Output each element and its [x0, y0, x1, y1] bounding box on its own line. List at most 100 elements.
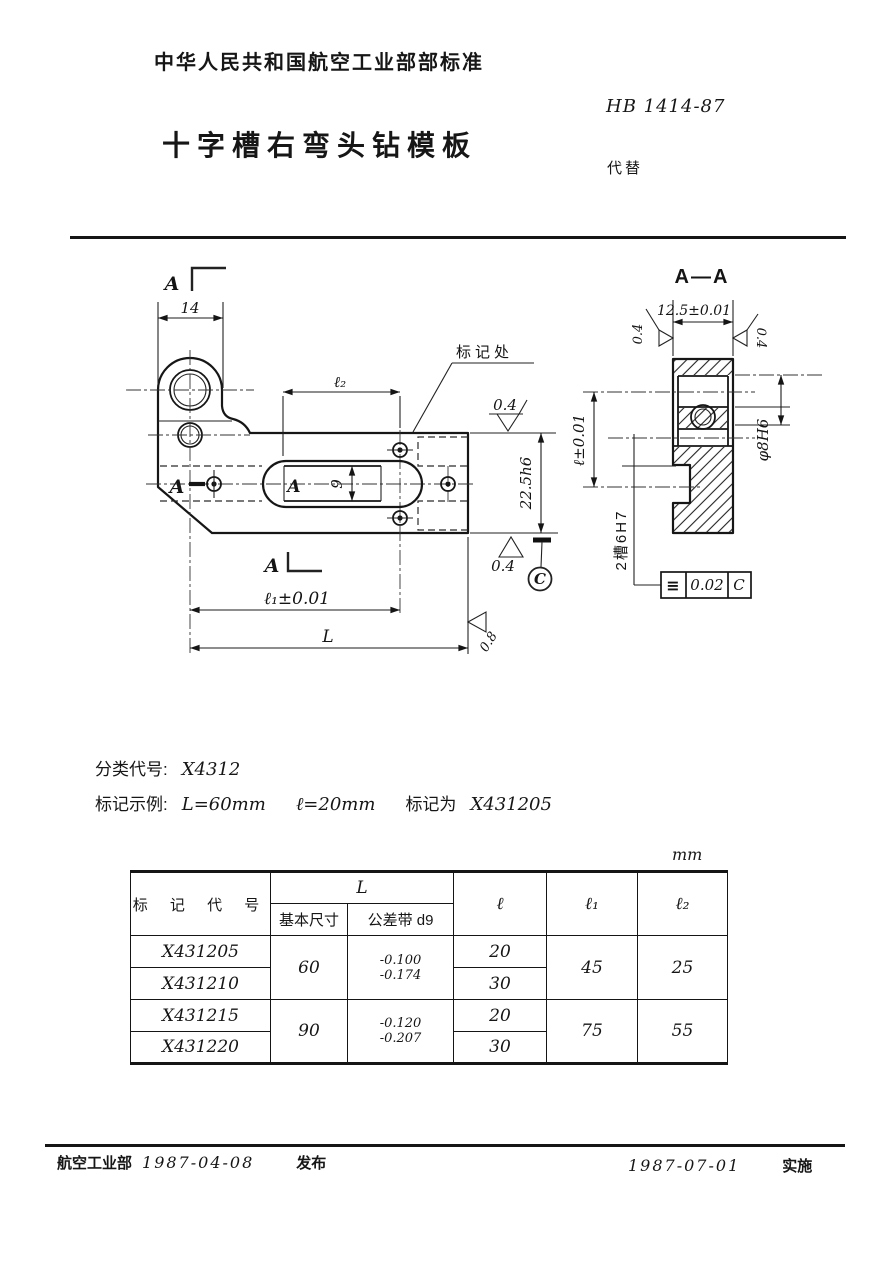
dim-slot-offset: ℓ₂ [282, 373, 401, 456]
slot-note: 2槽6H7 [613, 434, 676, 586]
tolerance-value-text: 0.02 [690, 576, 723, 594]
spec-table: 标 记 代 号 L ℓ ℓ₁ ℓ₂ 基本尺寸 公差带 d9 X431205 60… [130, 870, 728, 1065]
roughness-top-symbol: 0.4 [489, 396, 528, 433]
dim-length-text: L [321, 627, 333, 647]
classification-code: X4312 [181, 759, 241, 780]
dim-l: ℓ±0.01 [570, 392, 598, 487]
roughness-end-text: 0.8 [477, 629, 501, 654]
cell-L-tolerance: -0.100 -0.174 [347, 935, 454, 1000]
section-cut-marks: A A A A [163, 266, 322, 577]
dim-thickness: 12.5±0.01 [657, 300, 734, 356]
roughness-bottom-text: 0.4 [491, 557, 515, 575]
cell-code: X431210 [130, 967, 271, 1000]
dim-plate-height-text: 22.5h6 [517, 456, 535, 510]
cell-L-basic: 90 [270, 999, 348, 1064]
dim-plate-height: 22.5h6 [470, 432, 558, 534]
footer-publish-label: 发布 [296, 1155, 327, 1172]
col-header-l1: ℓ₁ [546, 871, 638, 936]
part-outline [156, 356, 470, 535]
footer-implement-date: 1987-07-01 [628, 1156, 741, 1175]
roughness-end-symbol: 0.8 [466, 611, 501, 655]
bushing-hole-section [690, 404, 716, 430]
example-designation-label: 标记为 [405, 795, 457, 814]
section-view: A—A [570, 266, 822, 599]
footer-divider [45, 1144, 845, 1147]
example-l: ℓ=20mm [295, 794, 376, 815]
footer-implement: 1987-07-01 实施 [628, 1155, 812, 1176]
dim-l-text: ℓ±0.01 [570, 414, 588, 466]
supersedes-label: 代替 [607, 160, 644, 177]
roughness-left-text: 0.4 [631, 324, 646, 345]
dim-slot-width: 9 [328, 466, 356, 501]
section-mark-bottom-label: A [263, 555, 280, 577]
standard-body-title: 中华人民共和国航空工业部部标准 [154, 52, 484, 74]
slot-note-text: 2槽6H7 [613, 510, 630, 571]
tolerance-datum-text: C [733, 576, 745, 594]
unit-label: mm [672, 845, 703, 864]
tol-lower: -0.174 [379, 967, 422, 983]
col-header-code: 标 记 代 号 [130, 871, 271, 936]
roughness-left-symbol: 0.4 [631, 308, 675, 347]
dim-boss-width-text: 14 [180, 299, 199, 317]
cell-code: X431215 [130, 999, 271, 1032]
footer-publish-date: 1987-04-08 [142, 1153, 255, 1172]
section-mark-left-label: A [168, 476, 185, 498]
dim-slot-width-text: 9 [328, 479, 346, 489]
classification-label: 分类代号: [95, 760, 168, 779]
standard-number: HB 1414-87 [606, 96, 726, 117]
table-header-row: 标 记 代 号 L ℓ ℓ₁ ℓ₂ [130, 871, 728, 936]
tol-lower: -0.207 [379, 1031, 422, 1046]
footer-issuer: 航空工业部 [57, 1155, 133, 1172]
plan-view: A A A A 14 ℓ₂ [126, 266, 558, 655]
example-L: L=60mm [181, 794, 266, 815]
tol-upper: -0.100 [379, 952, 422, 968]
marking-note-text: 标记处 [456, 344, 513, 361]
cross-slot [261, 459, 424, 509]
header-divider [70, 236, 846, 239]
col-header-l: ℓ [453, 871, 547, 936]
roughness-bottom-symbol: 0.4 [491, 535, 524, 575]
datum-c: C [527, 537, 553, 592]
cell-l2: 55 [637, 999, 728, 1064]
dim-slot-offset-text: ℓ₂ [334, 373, 346, 391]
cell-l2: 25 [637, 935, 728, 1000]
cell-code: X431220 [130, 1031, 271, 1064]
roughness-top-text: 0.4 [493, 396, 517, 414]
tol-upper: -0.120 [379, 1016, 422, 1031]
marking-note: 标记处 [412, 344, 534, 433]
cell-l: 30 [453, 1031, 547, 1064]
hidden-lines [160, 436, 468, 531]
section-inner-edges [673, 375, 733, 447]
dim-thickness-text: 12.5±0.01 [657, 303, 731, 319]
section-mark-top-label: A [163, 273, 180, 295]
roughness-right-symbol: 0.4 [731, 313, 768, 349]
slot-letter-label: A [285, 477, 300, 497]
table-row: X431205 60 -0.100 -0.174 20 45 25 [130, 935, 728, 1000]
bushing-holes [206, 442, 456, 526]
dim-boss-width: 14 [157, 299, 224, 388]
dim-bush-hole-text: φ8H6 [754, 418, 772, 461]
footer-implement-label: 实施 [782, 1158, 813, 1175]
dim-l1: ℓ₁±0.01 [190, 589, 400, 614]
col-header-L: L [270, 871, 454, 904]
cell-l: 30 [453, 967, 547, 1000]
col-header-l2: ℓ₂ [637, 871, 728, 936]
cell-code: X431205 [130, 935, 271, 968]
example-label: 标记示例: [95, 795, 168, 814]
table-subheader-row: 基本尺寸 公差带 d9 [131, 903, 728, 936]
cell-l1: 45 [546, 935, 638, 1000]
section-title: A—A [675, 266, 730, 288]
document-title: 十字槽右弯头钻模板 [162, 130, 478, 161]
cell-l1: 75 [546, 999, 638, 1064]
roughness-right-text: 0.4 [753, 328, 768, 349]
cell-l: 20 [453, 999, 547, 1032]
technical-drawing: A A A A 14 ℓ₂ [126, 266, 822, 655]
dim-l1-text: ℓ₁±0.01 [264, 589, 330, 609]
classification-line: 分类代号: X4312 [95, 755, 240, 780]
col-header-L-basic: 基本尺寸 [270, 903, 348, 936]
cell-L-basic: 60 [270, 935, 348, 1000]
dim-bush-hole: φ8H6 [735, 375, 790, 461]
symmetry-symbol: ≡ [666, 576, 679, 595]
designation-example-line: 标记示例: L=60mm ℓ=20mm 标记为 X431205 [95, 790, 552, 815]
